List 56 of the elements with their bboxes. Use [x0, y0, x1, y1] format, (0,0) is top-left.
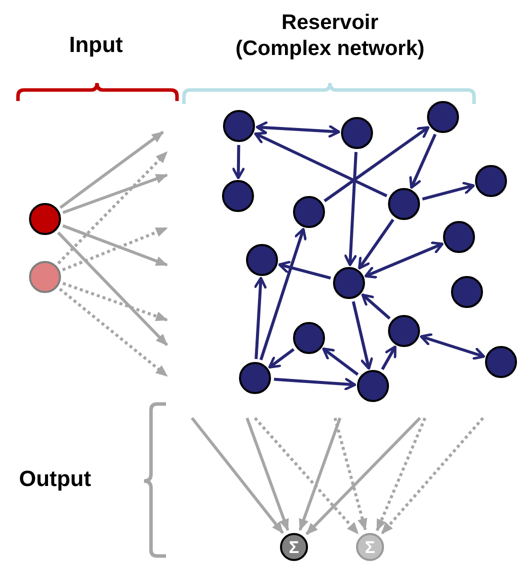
- arrow: [361, 294, 391, 320]
- heading-label: Output: [18, 466, 92, 492]
- reservoir-node: [388, 188, 420, 220]
- arrow: [57, 232, 168, 346]
- reservoir-node: [443, 221, 475, 253]
- heading-label: Input: [68, 32, 124, 58]
- reservoir-node: [475, 165, 507, 197]
- reservoir-node: [333, 267, 365, 299]
- arrow: [358, 218, 394, 270]
- arrow: [322, 348, 359, 376]
- arrow: [352, 301, 373, 370]
- arrow: [268, 348, 295, 369]
- reservoir-node: [222, 180, 254, 212]
- input-node: [29, 261, 61, 293]
- arrow: [324, 126, 430, 202]
- reservoir-node: [239, 362, 271, 394]
- reservoir-node: [341, 117, 373, 149]
- arrow: [381, 345, 396, 370]
- arrow: [334, 418, 368, 531]
- reservoir-node: [451, 276, 483, 308]
- arrow: [409, 134, 437, 189]
- reservoir-node: [388, 315, 420, 347]
- arrow: [190, 417, 284, 534]
- arrow: [254, 417, 360, 535]
- arrow: [376, 417, 426, 532]
- arrow: [256, 121, 340, 138]
- arrow: [306, 416, 422, 536]
- reservoir-node: [293, 322, 325, 354]
- sum-node: Σ: [280, 533, 308, 561]
- arrow: [274, 378, 356, 390]
- arrow: [364, 242, 444, 278]
- arrow: [380, 417, 484, 534]
- arrow: [58, 288, 168, 378]
- arrow: [420, 333, 486, 360]
- arrow: [254, 276, 267, 360]
- input-node: [29, 203, 61, 235]
- sum-node: Σ: [356, 533, 384, 561]
- reservoir-node: [246, 244, 278, 276]
- arrow: [59, 130, 164, 209]
- arrow: [344, 152, 358, 266]
- arrow: [62, 282, 168, 322]
- arrow: [422, 182, 475, 201]
- arrow: [259, 228, 307, 360]
- reservoir-node: [427, 101, 459, 133]
- arrow: [62, 174, 168, 214]
- arrow: [298, 418, 342, 531]
- reservoir-node: [223, 110, 255, 142]
- arrow: [254, 132, 388, 198]
- arrow: [232, 144, 245, 180]
- arrow: [57, 150, 168, 264]
- arrow: [246, 417, 290, 532]
- reservoir-node: [485, 346, 517, 378]
- reservoir-node: [293, 196, 325, 228]
- heading-label: Reservoir (Complex network): [234, 10, 426, 62]
- reservoir-node: [357, 370, 389, 402]
- arrow: [278, 260, 331, 280]
